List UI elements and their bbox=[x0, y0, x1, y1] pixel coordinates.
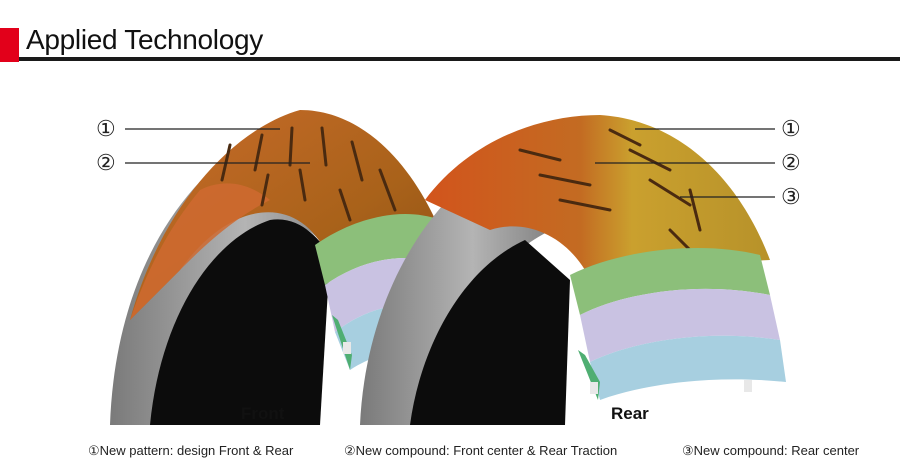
legend-item-rear-center-compound: ③New compound: Rear center bbox=[682, 443, 859, 459]
legend-item-traction-compound: ②New compound: Front center & Rear Tract… bbox=[344, 443, 617, 459]
page-title: Applied Technology bbox=[26, 22, 263, 58]
accent-bar bbox=[0, 28, 19, 62]
rear-bead-wire-inner bbox=[744, 380, 752, 392]
tire-diagram: ① ② ① ② ③ bbox=[0, 70, 900, 430]
rear-bead-wire bbox=[590, 382, 598, 394]
front-callout-2: ② bbox=[96, 150, 116, 176]
rear-tire-label: Rear bbox=[611, 404, 649, 424]
tire-illustration bbox=[0, 70, 900, 430]
legend-item-pattern: ①New pattern: design Front & Rear bbox=[88, 443, 293, 459]
page-header: Applied Technology bbox=[0, 0, 900, 64]
front-tire-label: Front bbox=[241, 404, 284, 424]
rear-callout-3: ③ bbox=[781, 184, 801, 210]
rear-callout-2: ② bbox=[781, 150, 801, 176]
header-rule bbox=[19, 57, 900, 61]
rear-callout-1: ① bbox=[781, 116, 801, 142]
front-bead-wire bbox=[343, 342, 351, 354]
rear-tire bbox=[360, 115, 786, 425]
front-callout-1: ① bbox=[96, 116, 116, 142]
